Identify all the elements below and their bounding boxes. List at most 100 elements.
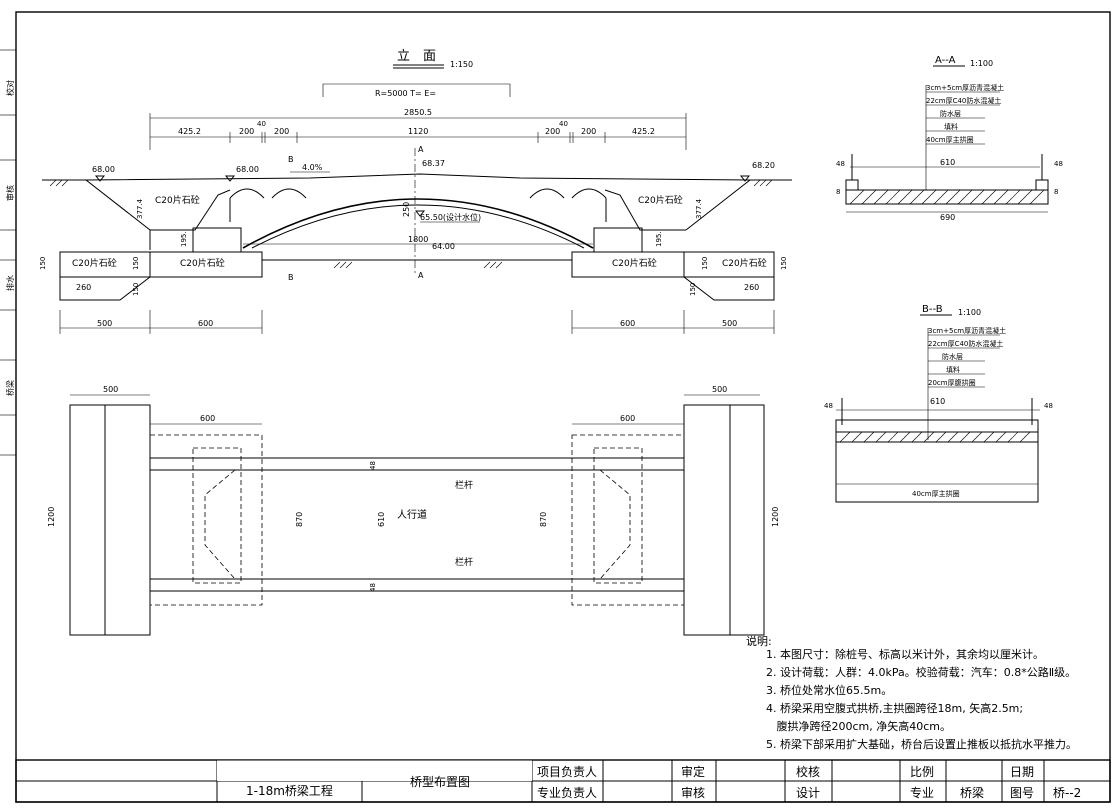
design: 设计 — [796, 786, 820, 800]
bb-layer-3: 填料 — [946, 365, 960, 374]
side-strip: 校对 审核 排水 桥梁 — [0, 49, 16, 456]
dim-500-r: 500 — [722, 319, 737, 328]
dim-top-2: 40 — [257, 120, 266, 128]
discipline-label: 专业 — [910, 785, 934, 800]
plan-48-bot: 48 — [369, 583, 377, 592]
material-right: C20片石砼 — [638, 194, 683, 206]
overall-width: 2850.5 — [404, 108, 432, 117]
date-label: 日期 — [1010, 765, 1034, 779]
project-name: 1-18m桥梁工程 — [246, 783, 333, 798]
aa-layer-3: 填料 — [944, 122, 958, 131]
curve-note: R=5000 T= E= — [375, 89, 436, 98]
dim-150-4: 150 — [701, 257, 709, 270]
note-4: 4. 桥梁采用空腹式拱桥,主拱圈跨径18m, 矢高2.5m; — [766, 701, 1023, 715]
water-level: 65.50(设计水位) — [420, 212, 481, 222]
aa-48-l: 48 — [836, 160, 845, 168]
bb-610: 610 — [930, 397, 945, 406]
aa-690: 690 — [940, 213, 955, 222]
railing-bot: 栏杆 — [455, 556, 473, 568]
dim-377-r: 377.4 — [695, 198, 703, 219]
material-f1: C20片石砼 — [72, 257, 117, 269]
side-label-0: 校对 — [5, 80, 15, 96]
elevation-title: 立 面 — [397, 49, 436, 64]
elevation-scale: 1:150 — [450, 60, 473, 69]
side-label-1: 审核 — [5, 185, 15, 201]
elev-right: 68.20 — [752, 161, 775, 170]
elevation-view: 立 面 1:150 R=5000 T= E= 2850.5 425.2 200 … — [39, 49, 792, 334]
dim-260-r: 260 — [744, 283, 759, 292]
side-label-4: 桥梁 — [5, 380, 15, 396]
material-left: C20片石砼 — [155, 194, 200, 206]
plan-610: 610 — [377, 512, 386, 527]
notes: 说明: 1. 本图尺寸：除桩号、标高以米计外，其余均以厘米计。 2. 设计荷载：… — [746, 634, 1077, 751]
aa-title: A--A — [935, 55, 956, 66]
elev-left2: 68.00 — [236, 165, 259, 174]
bottom-elev: 64.00 — [432, 242, 455, 251]
bb-scale: 1:100 — [958, 308, 981, 317]
title-block: 1-18m桥梁工程 桥型布置图 项目负责人 专业负责人 审定 审核 校核 设计 … — [15, 759, 1111, 803]
review: 审核 — [681, 785, 705, 800]
elev-left: 68.00 — [92, 165, 115, 174]
dim-top-1: 200 — [239, 127, 254, 136]
grade: 4.0% — [302, 163, 323, 172]
aa-layer-1: 22cm厚C40防水混凝土 — [926, 96, 1001, 105]
side-label-3: 排水 — [5, 275, 15, 291]
dim-top-7: 200 — [581, 127, 596, 136]
aa-610: 610 — [940, 158, 955, 167]
check: 校核 — [796, 764, 820, 779]
bb-48-r: 48 — [1044, 402, 1053, 410]
plan-48-top: 48 — [369, 461, 377, 470]
sec-a-top: A — [418, 145, 424, 154]
bb-bottom-label: 40cm厚主拱圈 — [912, 489, 960, 498]
dim-top-3: 200 — [274, 127, 289, 136]
section-bb: B--B 1:100 3cm+5cm厚沥青混凝土 22cm厚C40防水混凝土 防… — [824, 304, 1053, 503]
dim-600-l: 600 — [198, 319, 213, 328]
dim-150-3: 150 — [132, 283, 140, 296]
section-aa: A--A 1:100 3cm+5cm厚沥青混凝土 22cm厚C40防水混凝土 防… — [836, 55, 1063, 222]
bb-layer-1: 22cm厚C40防水混凝土 — [928, 339, 1003, 348]
dim-top-0: 425.2 — [178, 127, 201, 136]
discipline-val: 桥梁 — [960, 785, 984, 800]
note-1: 1. 本图尺寸：除桩号、标高以米计外，其余均以厘米计。 — [766, 647, 1044, 661]
bb-layer-0: 3cm+5cm厚沥青混凝土 — [928, 326, 1006, 335]
dim-top-8: 425.2 — [632, 127, 655, 136]
aa-layer-0: 3cm+5cm厚沥青混凝土 — [926, 83, 1004, 92]
dim-260-l: 260 — [76, 283, 91, 292]
railing-top: 栏杆 — [455, 479, 473, 491]
proj-leader: 项目负责人 — [537, 765, 597, 779]
plan-1200-r: 1200 — [771, 507, 780, 527]
spec-leader: 专业负责人 — [537, 785, 597, 800]
dim-top-4: 1120 — [408, 127, 428, 136]
dim-150-1: 150 — [39, 257, 47, 270]
plan-870-l: 870 — [295, 512, 304, 527]
plan-870-r: 870 — [539, 512, 548, 527]
dim-top-5: 200 — [545, 127, 560, 136]
scale-label: 比例 — [910, 765, 934, 779]
sidewalk-label: 人行道 — [397, 508, 427, 521]
dim-195-r: 195. — [655, 231, 663, 247]
aa-8-l: 8 — [836, 188, 840, 196]
elev-crown: 68.37 — [422, 159, 445, 168]
material-f3: C20片石砼 — [612, 257, 657, 269]
dim-377-l: 377.4 — [136, 198, 144, 219]
aa-scale: 1:100 — [970, 59, 993, 68]
dim-150-5: 150 — [689, 283, 697, 296]
note-3: 3. 桥位处常水位65.5m。 — [766, 683, 892, 697]
bb-48-l: 48 — [824, 402, 833, 410]
aa-48-r: 48 — [1054, 160, 1063, 168]
note-5: 5. 桥梁下部采用扩大基础，桥台后设置止推板以抵抗水平推力。 — [766, 737, 1077, 751]
arch-rise: 250 — [402, 202, 411, 217]
bb-layer-4: 20cm厚腹拱圈 — [928, 378, 976, 387]
dwg-no-label: 图号 — [1010, 786, 1034, 800]
note-4b: 腹拱净跨径200cm, 净矢高40cm。 — [766, 719, 951, 733]
bb-layer-2: 防水层 — [942, 352, 963, 361]
plan-dim-500-r: 500 — [712, 385, 727, 394]
approve: 审定 — [681, 764, 705, 779]
dim-500-l: 500 — [97, 319, 112, 328]
plan-dim-500-l: 500 — [103, 385, 118, 394]
aa-8-r: 8 — [1054, 188, 1058, 196]
dim-top-6: 40 — [559, 120, 568, 128]
plan-view: 500 600 600 500 1200 1200 870 870 610 48… — [47, 385, 780, 636]
sec-b-top: B — [288, 155, 294, 164]
